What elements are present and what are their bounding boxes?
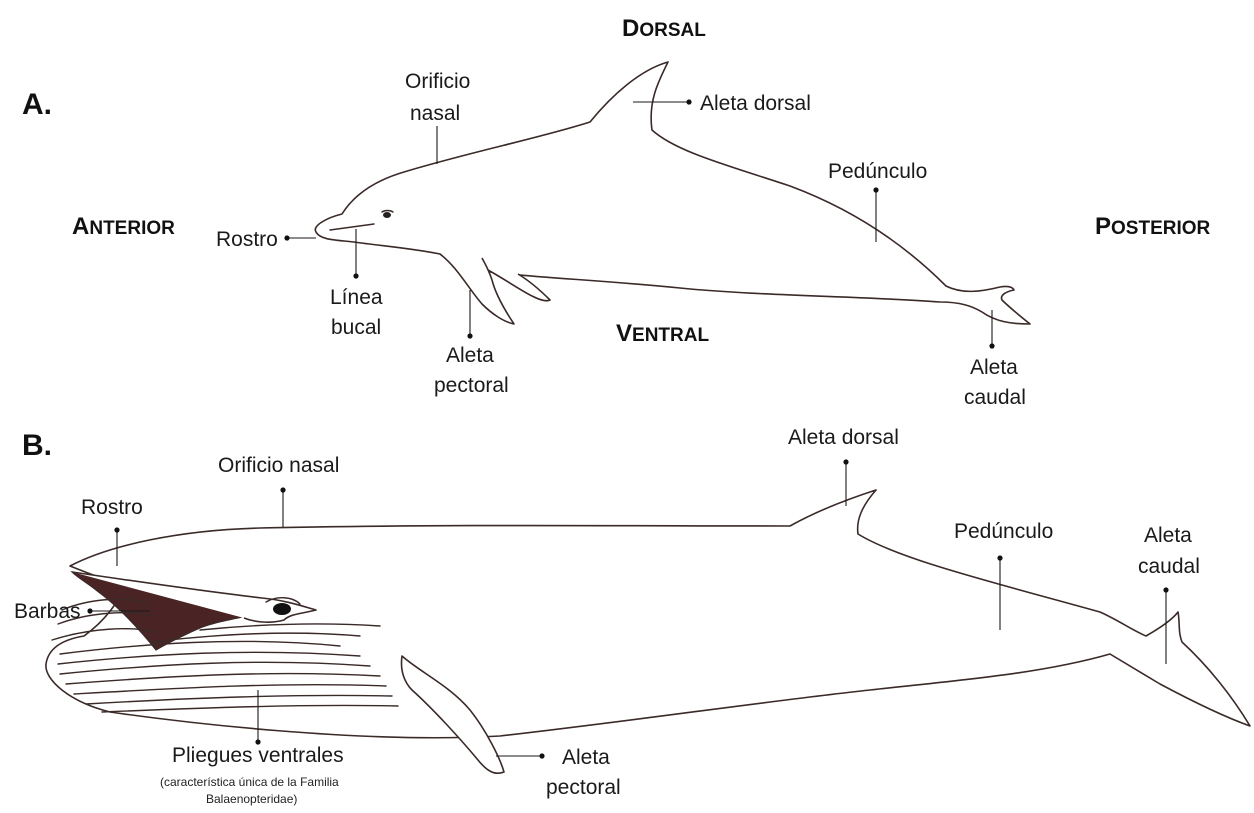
- dolphin-dot-pectoral: [467, 333, 472, 338]
- dolphin-label-pectoral-1: Aleta: [446, 344, 494, 367]
- posterior-initial: P: [1095, 213, 1111, 240]
- whale-label-pectoral-2: pectoral: [546, 776, 621, 799]
- dolphin-label-rostro: Rostro: [216, 228, 278, 251]
- whale-label-caudal-1: Aleta: [1144, 524, 1192, 547]
- panel-b-label: B.: [22, 429, 52, 462]
- dorsal-rest: ORSAL: [639, 20, 706, 41]
- orientation-dorsal: DORSAL: [622, 15, 706, 42]
- whale-label-caudal-2: caudal: [1138, 555, 1200, 578]
- posterior-rest: OSTERIOR: [1111, 218, 1211, 239]
- orientation-posterior: POSTERIOR: [1095, 213, 1211, 240]
- whale-label-rostro: Rostro: [81, 496, 143, 519]
- ventral-initial: V: [616, 320, 632, 347]
- dolphin-dot-rostro: [284, 235, 289, 240]
- dolphin-dot-peduncle: [873, 187, 878, 192]
- orientation-anterior: ANTERIOR: [72, 213, 175, 240]
- ventral-rest: ENTRAL: [632, 325, 709, 346]
- dolphin-label-peduncle: Pedúnculo: [828, 160, 927, 183]
- dorsal-initial: D: [622, 15, 639, 42]
- dolphin-label-pectoral-2: pectoral: [434, 374, 509, 397]
- dolphin-label-caudal-1: Aleta: [970, 356, 1018, 379]
- anterior-initial: A: [72, 213, 89, 240]
- whale-dot-orificio: [280, 487, 285, 492]
- whale-dot-caudal: [1163, 587, 1168, 592]
- whale-label-orificio: Orificio nasal: [218, 454, 339, 477]
- whale-label-pectoral-1: Aleta: [562, 746, 610, 769]
- whale-dot-dorsal: [843, 459, 848, 464]
- dolphin-label-orificio-1: Orificio: [405, 70, 470, 93]
- whale-illustration: [46, 490, 1250, 773]
- whale-dot-rostro: [114, 527, 119, 532]
- whale-note-pliegues-2: Balaenopteridae): [206, 792, 297, 806]
- whale-note-pliegues-1: (característica única de la Familia: [160, 775, 339, 789]
- dolphin-eye: [383, 212, 391, 218]
- dolphin-label-linea-1: Línea: [330, 286, 383, 309]
- whale-label-peduncle: Pedúnculo: [954, 520, 1053, 543]
- dolphin-label-aleta-dorsal: Aleta dorsal: [700, 92, 811, 115]
- dolphin-label-caudal-2: caudal: [964, 386, 1026, 409]
- orientation-ventral: VENTRAL: [616, 320, 709, 347]
- whale-dot-barbas: [87, 608, 92, 613]
- whale-dot-pectoral: [539, 753, 544, 758]
- whale-dot-peduncle: [997, 555, 1002, 560]
- dolphin-label-orificio-2: nasal: [410, 102, 460, 125]
- dolphin-dot-linea: [353, 273, 358, 278]
- dolphin-dot-dorsal: [686, 99, 691, 104]
- dolphin-label-linea-2: bucal: [331, 316, 381, 339]
- panel-a-label: A.: [22, 88, 52, 121]
- whale-label-barbas: Barbas: [14, 600, 81, 623]
- whale-label-pliegues: Pliegues ventrales: [172, 744, 344, 767]
- dolphin-dot-caudal: [989, 343, 994, 348]
- whale-label-aleta-dorsal: Aleta dorsal: [788, 426, 899, 449]
- anterior-rest: NTERIOR: [89, 218, 175, 239]
- whale-eye: [273, 603, 291, 615]
